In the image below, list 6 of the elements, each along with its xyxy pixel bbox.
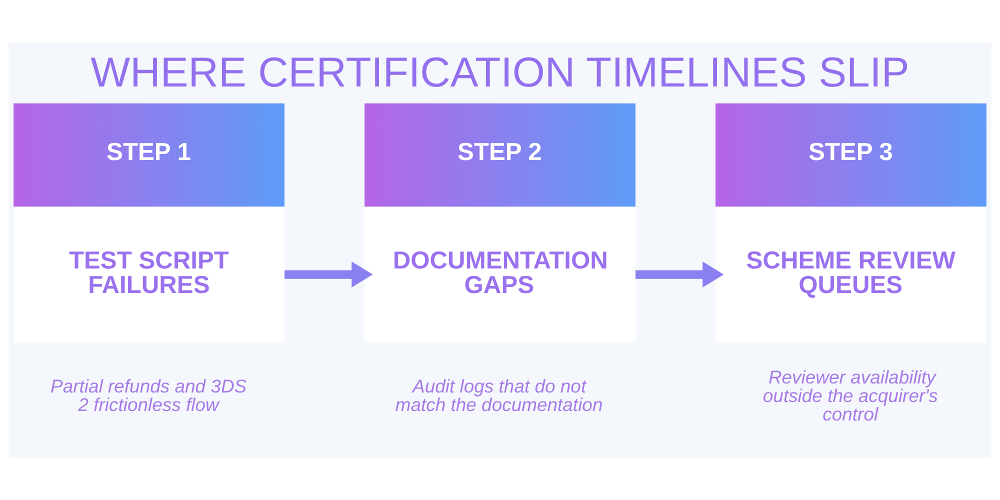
arrow [635, 261, 724, 287]
node-label: Partial refunds and 3DS 2 frictionless flow [50, 375, 247, 415]
node-label: Audit logs that do not match the documentation [395, 375, 603, 415]
node-label: Reviewer availability outside the acquirer's control [762, 366, 938, 424]
arrow [284, 261, 373, 287]
diagram-title: WHERE CERTIFICATION TIMELINES SLIP [90, 48, 910, 95]
